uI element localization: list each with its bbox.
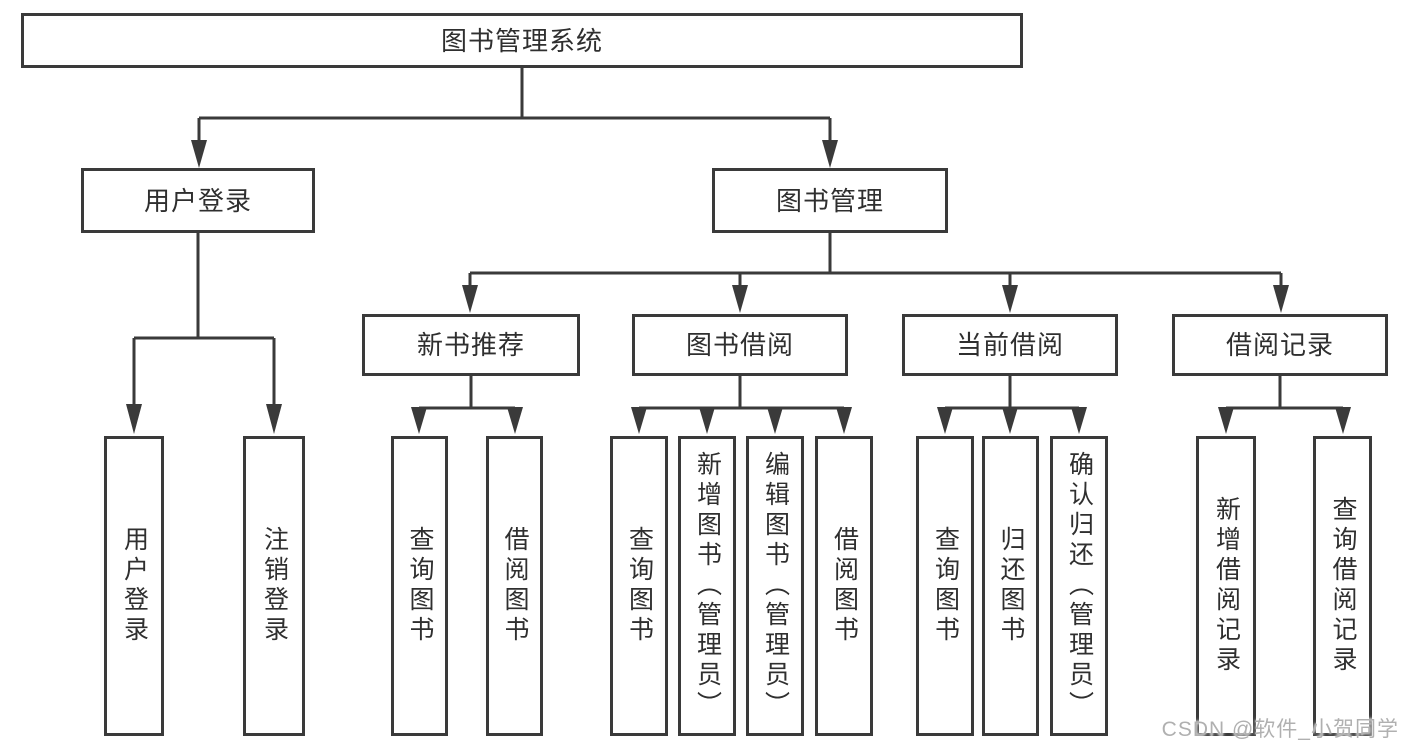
- leaf-query-books-current: 查询图书: [916, 436, 974, 736]
- arrowheads: [126, 140, 1351, 434]
- leaf-label: 注销登录: [260, 526, 289, 646]
- leaf-add-borrow-record: 新增借阅记录: [1196, 436, 1256, 736]
- leaf-label: 用户登录: [120, 526, 149, 646]
- node-user-login: 用户登录: [81, 168, 315, 233]
- leaf-logout: 注销登录: [243, 436, 305, 736]
- leaf-label: 查询图书: [931, 526, 960, 646]
- leaf-query-books-recommend: 查询图书: [391, 436, 448, 736]
- leaf-label: 新增借阅记录: [1212, 496, 1241, 676]
- leaf-label: 归还图书: [997, 526, 1025, 646]
- leaf-query-borrow-record: 查询借阅记录: [1313, 436, 1372, 736]
- node-label: 借阅记录: [1225, 330, 1334, 360]
- leaf-user-login: 用户登录: [104, 436, 164, 736]
- leaf-add-books-admin: 新增图书（管理员）: [678, 436, 736, 736]
- node-label: 图书管理系统: [440, 25, 603, 56]
- leaf-edit-books-admin: 编辑图书（管理员）: [746, 436, 804, 736]
- leaf-borrow-books-recommend: 借阅图书: [486, 436, 543, 736]
- node-library-management-system: 图书管理系统: [21, 13, 1023, 68]
- csdn-watermark: CSDN @软件_小贺同学: [1161, 718, 1399, 741]
- node-borrowing-records: 借阅记录: [1172, 314, 1388, 376]
- leaf-label: 查询图书: [625, 526, 654, 646]
- node-label: 用户登录: [143, 185, 252, 216]
- leaf-borrow-books-borrowing: 借阅图书: [815, 436, 873, 736]
- node-new-book-recommendation: 新书推荐: [362, 314, 580, 376]
- leaf-label: 借阅图书: [501, 526, 529, 646]
- leaf-label: 借阅图书: [830, 526, 859, 646]
- node-book-borrowing: 图书借阅: [632, 314, 848, 376]
- leaf-return-books: 归还图书: [982, 436, 1039, 736]
- node-label: 新书推荐: [416, 330, 525, 360]
- node-label: 当前借阅: [955, 330, 1064, 360]
- node-current-borrowing: 当前借阅: [902, 314, 1118, 376]
- leaf-label: 编辑图书（管理员）: [761, 451, 790, 721]
- node-book-management: 图书管理: [712, 168, 948, 233]
- leaf-label: 查询借阅记录: [1329, 496, 1357, 676]
- leaf-confirm-return-admin: 确认归还（管理员）: [1050, 436, 1108, 736]
- leaf-label: 确认归还（管理员）: [1065, 451, 1094, 721]
- node-label: 图书管理: [775, 185, 884, 216]
- leaf-label: 新增图书（管理员）: [693, 451, 722, 721]
- leaf-label: 查询图书: [406, 526, 434, 646]
- leaf-query-books-borrowing: 查询图书: [610, 436, 668, 736]
- node-label: 图书借阅: [685, 330, 794, 360]
